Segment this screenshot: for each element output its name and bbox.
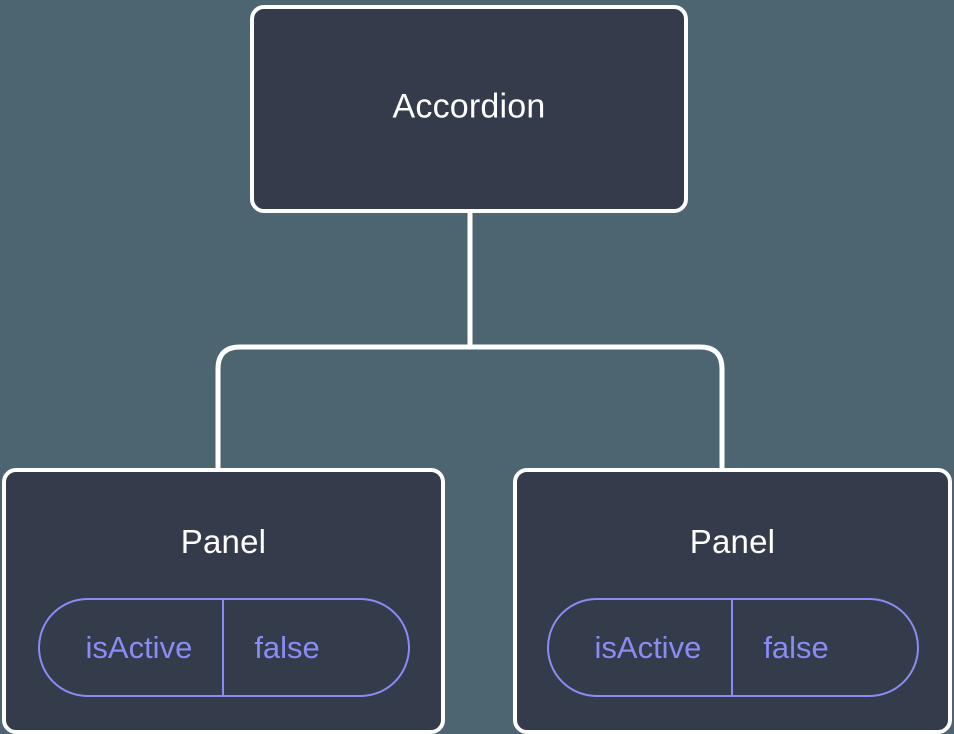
state-pill-panel-0[interactable]: isActive false: [37, 598, 410, 697]
node-label-panel-1: Panel: [689, 523, 776, 560]
tree-node-panel-0[interactable]: Panel isActive false: [2, 468, 445, 734]
state-value-panel-1: false: [731, 600, 874, 695]
state-value-panel-0: false: [222, 600, 365, 695]
tree-node-accordion[interactable]: Accordion: [250, 5, 688, 213]
state-pill-panel-1[interactable]: isActive false: [546, 598, 919, 697]
state-key-panel-0: isActive: [85, 630, 193, 665]
edge-branch-right: [215, 344, 470, 472]
node-label-accordion: Accordion: [392, 87, 546, 126]
tree-node-panel-1[interactable]: Panel isActive false: [513, 468, 952, 734]
state-key-panel-1: isActive: [594, 630, 702, 665]
edge-branch-left: [470, 344, 725, 472]
node-label-panel-0: Panel: [180, 523, 267, 560]
